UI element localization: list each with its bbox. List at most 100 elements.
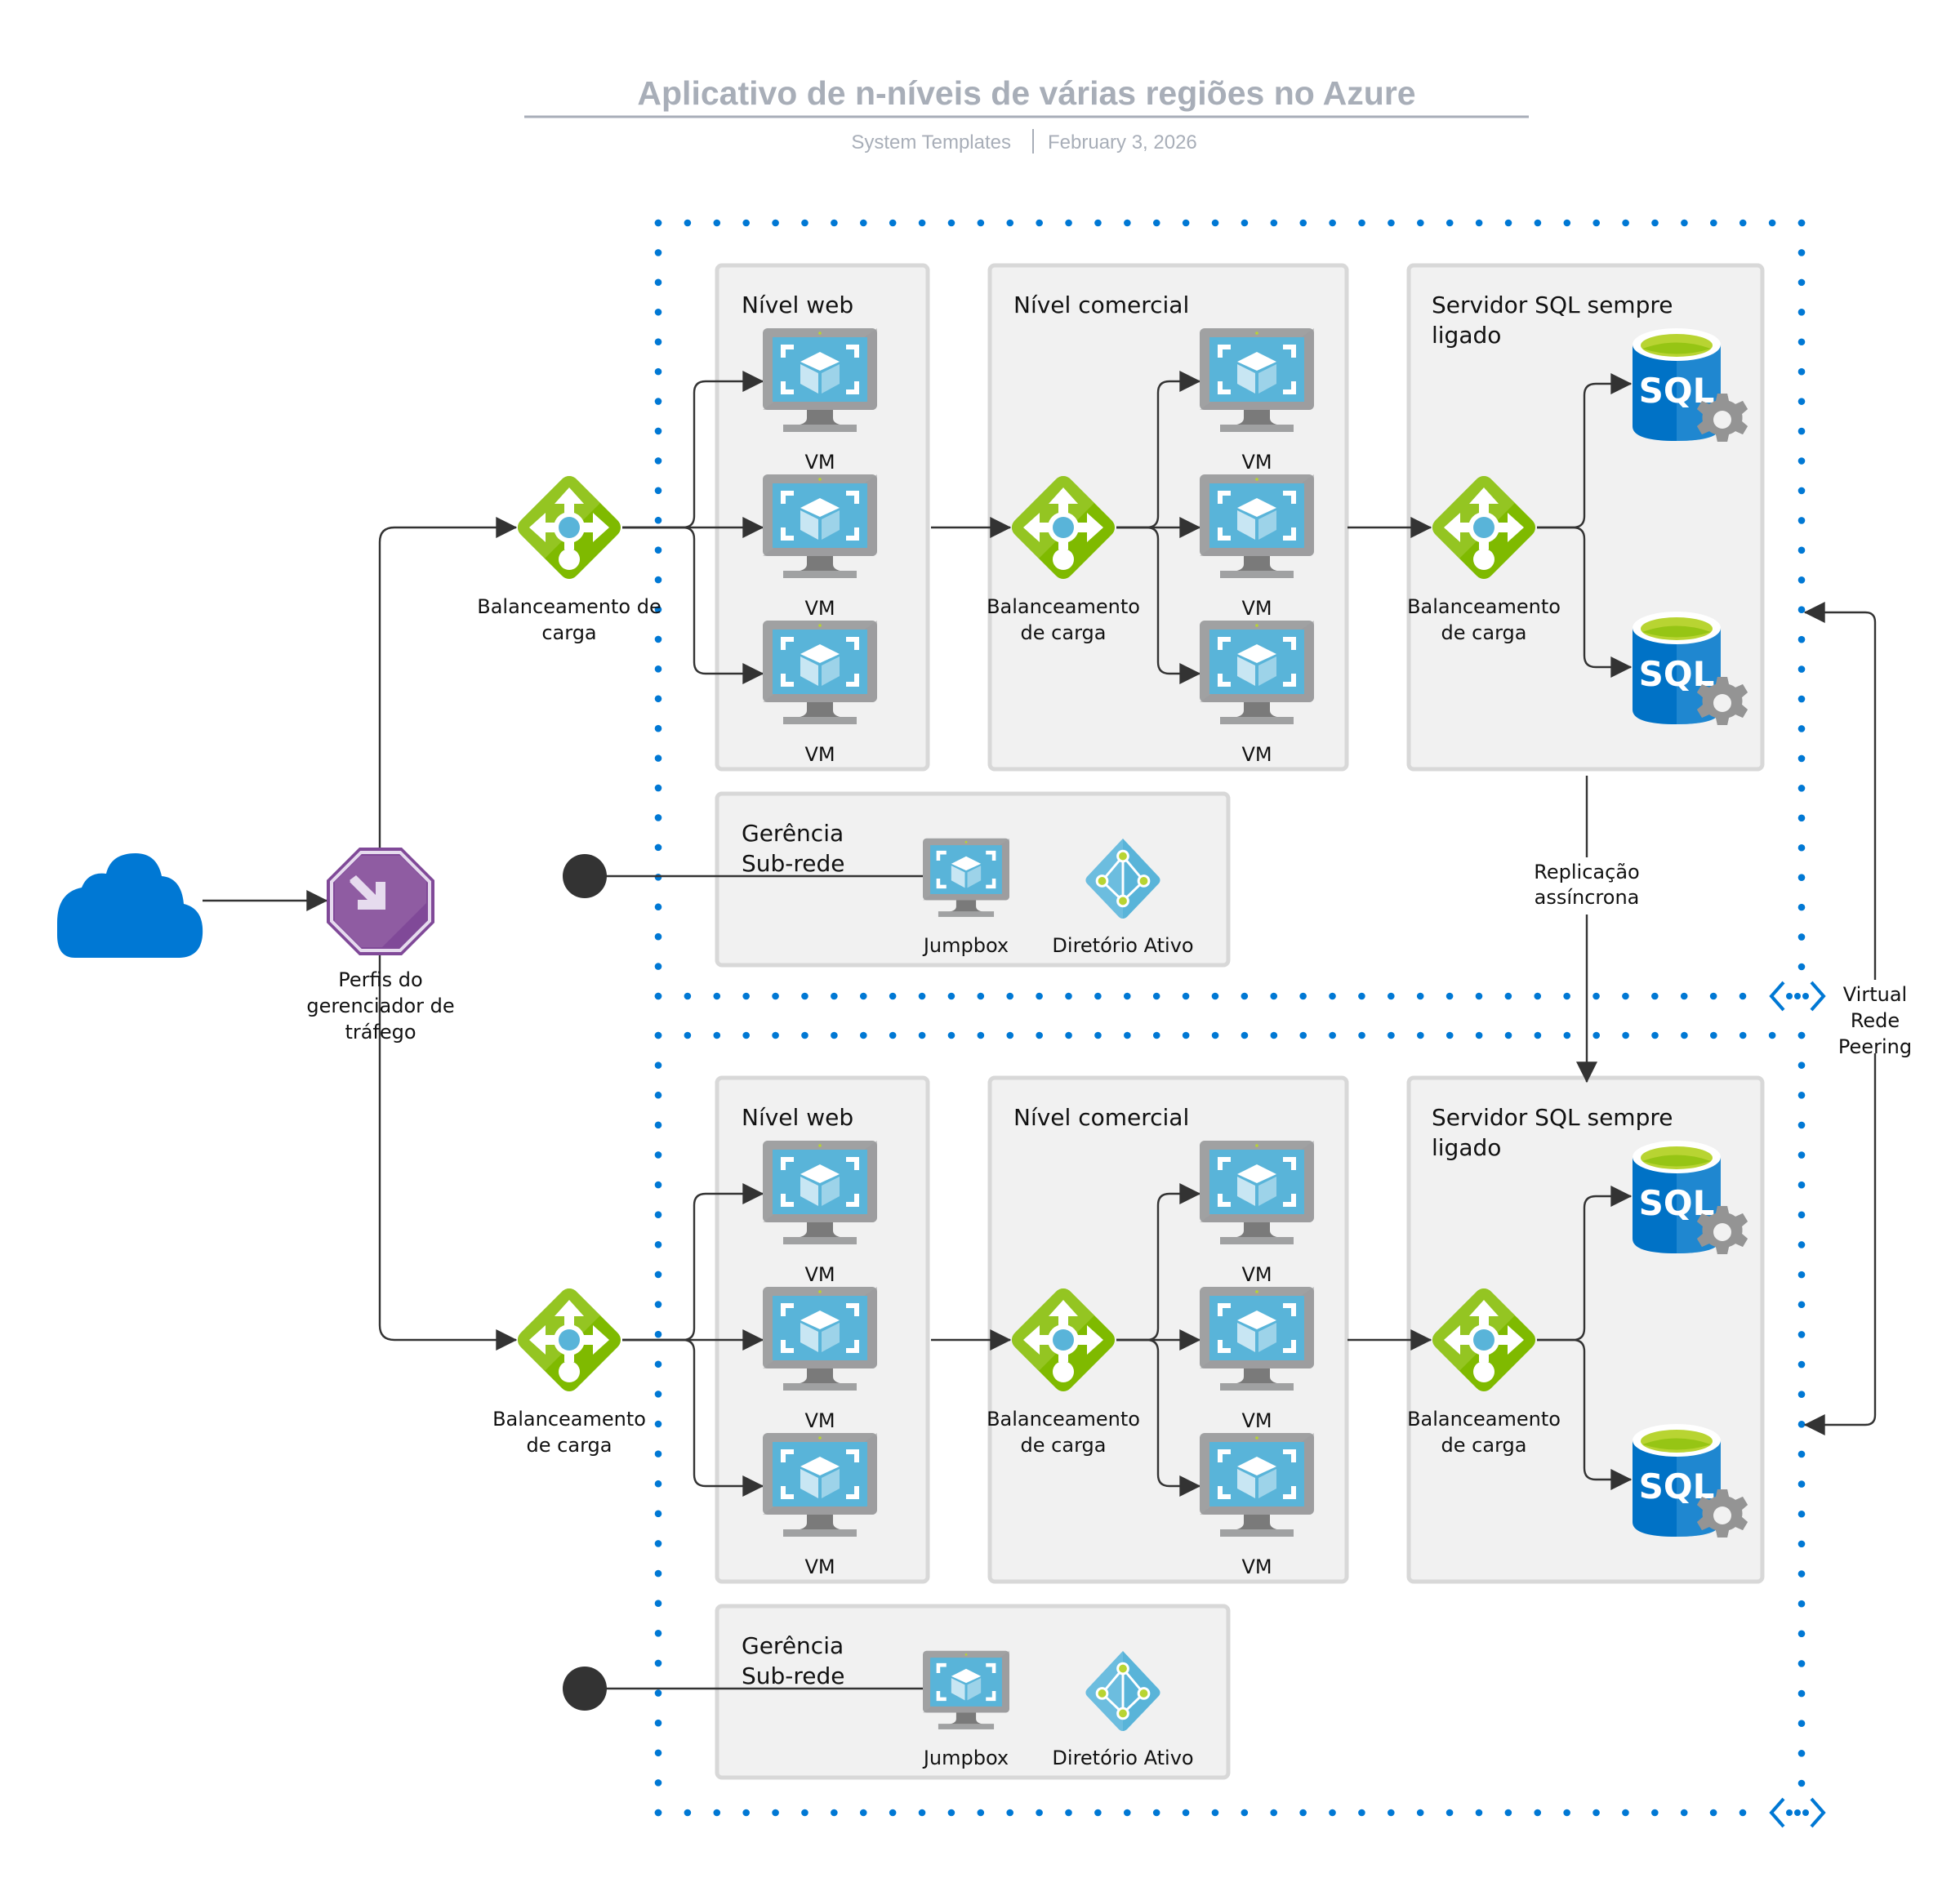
vnet-border-dot xyxy=(654,487,662,495)
vnet-border-dot xyxy=(654,367,662,376)
vnet-border-dot xyxy=(801,1809,808,1817)
vnet-border-dot xyxy=(1797,1689,1806,1698)
vnet-border-dot xyxy=(1446,1031,1454,1039)
internet-cloud[interactable] xyxy=(57,853,203,958)
vnet-border-dot xyxy=(1534,992,1542,1000)
vnet-border-dot xyxy=(742,1031,750,1039)
vnet-border-dot xyxy=(1797,398,1806,405)
vnet-border-dot xyxy=(1504,219,1512,227)
gear-icon xyxy=(1697,394,1748,442)
vnet-border-dot xyxy=(1446,219,1454,227)
management-endpoint-dot[interactable] xyxy=(563,854,607,898)
vnet-border-dot xyxy=(1182,992,1190,1000)
vnet-border-dot xyxy=(947,1809,956,1817)
vnet-border-dot xyxy=(684,219,692,227)
vnet-border-dot xyxy=(1211,219,1219,227)
traffic-manager[interactable] xyxy=(327,848,434,955)
date-label: February 3, 2026 xyxy=(1048,131,1197,154)
vnet-border-dot xyxy=(713,992,721,1000)
edge-tm-to-region2 xyxy=(378,955,518,1351)
vnet-border-dot xyxy=(1681,219,1688,227)
vnet-border-dot xyxy=(1739,1031,1747,1039)
management-endpoint-dot[interactable] xyxy=(563,1667,607,1711)
sql-database-1[interactable]: SQL xyxy=(1633,1141,1748,1254)
vnet-border-dot xyxy=(654,635,662,643)
business-load-balancer-label-line: Balanceamento xyxy=(987,1408,1140,1431)
vnet-border-dot xyxy=(1182,219,1190,227)
vnet-border-dot xyxy=(1797,1660,1806,1667)
vnet-border-dot xyxy=(1592,219,1601,227)
vnet-border-dot xyxy=(801,1031,808,1039)
vnet-border-dot xyxy=(1797,843,1806,852)
vnet-border-dot xyxy=(654,992,662,1000)
vnet-border-dot xyxy=(654,1480,662,1488)
web-load-balancer[interactable] xyxy=(518,1288,621,1391)
vnet-border-dot xyxy=(654,874,662,881)
vnet-border-dot xyxy=(1241,992,1249,1000)
vnet-border-dot xyxy=(859,1809,867,1817)
edge-peering-to-region1 xyxy=(1829,611,1877,980)
vnet-border-dot xyxy=(1797,1301,1806,1309)
sql-database-2[interactable]: SQL xyxy=(1633,1424,1748,1538)
sql-database-2[interactable]: SQL xyxy=(1633,612,1748,725)
edge-sqllb-to-db-r2-0 xyxy=(1537,1186,1633,1342)
vnet-border-dot xyxy=(1270,1809,1278,1817)
web-load-balancer-label-line: carga xyxy=(541,621,596,644)
vnet-border-dot xyxy=(654,1510,662,1518)
vnet-border-dot xyxy=(1797,338,1806,346)
vnet-border-dot xyxy=(1006,219,1014,227)
vnet-border-dot xyxy=(1417,1031,1424,1039)
vnet-border-dot xyxy=(654,1151,662,1159)
sql-database-1[interactable]: SQL xyxy=(1633,328,1748,442)
vnet-border-dot xyxy=(859,992,867,1000)
vnet-border-dot xyxy=(654,1779,662,1787)
replication-label-line: assíncrona xyxy=(1535,886,1640,909)
vnet-border-dot xyxy=(1797,1540,1806,1548)
vnet-border-dot xyxy=(1182,1031,1190,1039)
sql-load-balancer-label-line: de carga xyxy=(1441,621,1527,644)
vnet-border-dot xyxy=(1036,219,1043,227)
web-load-balancer[interactable] xyxy=(518,476,621,579)
vnet-border-dot xyxy=(1797,1091,1806,1099)
vnet-border-dot xyxy=(1006,1031,1014,1039)
replication-label-line: Replicação xyxy=(1534,861,1639,883)
vnet-border-dot xyxy=(1622,1031,1629,1039)
vnet-border-dot xyxy=(1797,249,1806,256)
vnet-border-dot xyxy=(1504,1809,1512,1817)
vnet-border-dot xyxy=(1651,1031,1659,1039)
vnet-border-dot xyxy=(1797,1600,1806,1608)
vnet-border-dot xyxy=(1768,219,1776,227)
web-load-balancer-label-line: de carga xyxy=(527,1434,612,1457)
web-vm-1-label: VM xyxy=(804,451,835,474)
vnet-border-dot xyxy=(1152,1809,1160,1817)
vnet-border-dot xyxy=(1123,992,1131,1000)
vnet-border-dot xyxy=(654,784,662,792)
sql-load-balancer-label-line: Balanceamento xyxy=(1407,1408,1561,1431)
vnet-border-dot xyxy=(654,398,662,405)
traffic-manager-icon xyxy=(327,848,434,955)
vnet-border-dot xyxy=(1358,1031,1365,1039)
vnet-border-dot xyxy=(1563,1809,1570,1817)
management-subnet-title-line: Sub-rede xyxy=(742,850,845,877)
vnet-border-dot xyxy=(1475,1809,1483,1817)
edge-peering-to-region2 xyxy=(1829,1053,1877,1426)
vnet-peering-glyph-2 xyxy=(1770,1797,1825,1828)
vnet-peering-label-line: Rede xyxy=(1851,1009,1900,1032)
vnet-border-dot xyxy=(1329,992,1336,1000)
vnet-border-dot xyxy=(831,1809,838,1817)
vnet-border-dot xyxy=(1036,1031,1043,1039)
vnet-border-dot xyxy=(1592,1031,1601,1039)
vnet-border-dot xyxy=(654,724,662,732)
vnet-border-dot xyxy=(1797,1360,1806,1368)
vnet-border-dot xyxy=(654,1360,662,1368)
vnet-border-dot xyxy=(713,1809,721,1817)
vnet-border-dot xyxy=(1797,1211,1806,1219)
vnet-border-dot xyxy=(1446,992,1454,1000)
sql-tier-title-line: ligado xyxy=(1432,322,1501,349)
vnet-border-dot xyxy=(801,219,808,227)
vnet-border-dot xyxy=(654,1689,662,1697)
